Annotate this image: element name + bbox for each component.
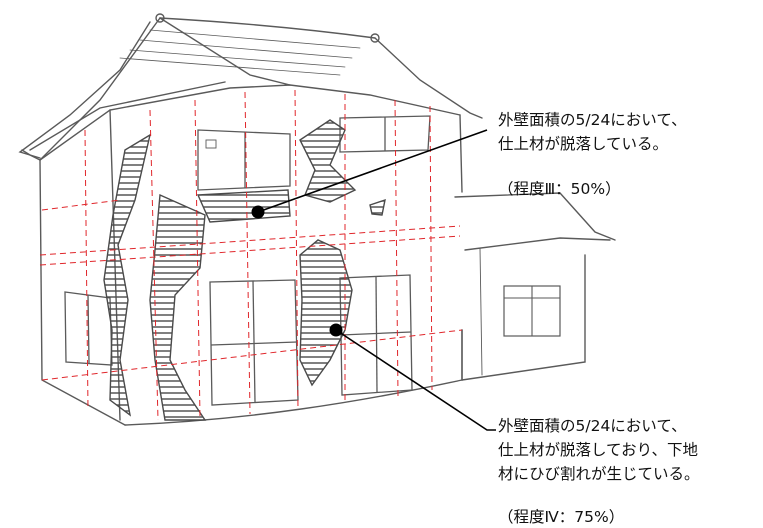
callout-1-degree: （程度Ⅲ：50%） <box>498 180 621 198</box>
callout-1-description: 外壁面積の5/24において、 仕上材が脱落している。 <box>498 111 687 153</box>
leader-lines <box>251 129 496 431</box>
main-roof <box>18 13 483 161</box>
leader-line-2 <box>335 329 496 431</box>
leader-dot-2 <box>329 323 343 337</box>
leader-dot-1 <box>251 205 265 219</box>
leader-line-1 <box>257 129 488 213</box>
callout-2-description: 外壁面積の5/24において、 仕上材が脱落しており、下地 材にひび割れが生じてい… <box>498 417 700 483</box>
measurement-grid <box>39 89 463 421</box>
callout-2-degree: （程度Ⅳ：75%） <box>498 508 625 526</box>
main-walls <box>21 109 616 426</box>
